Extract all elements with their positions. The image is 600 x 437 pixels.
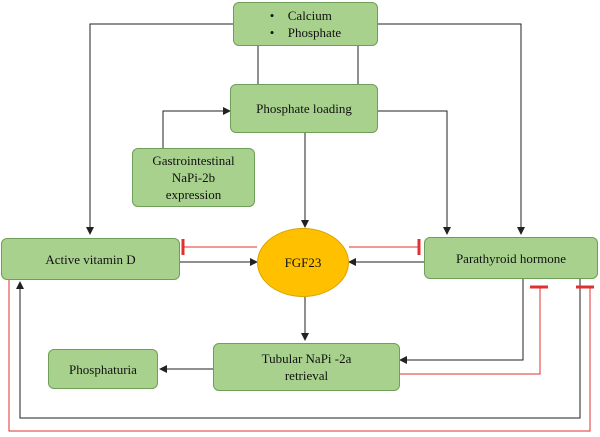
link-calcium-to-pth	[378, 23, 525, 235]
tubular-napi-box: Tubular NaPi -2a retrieval	[213, 343, 400, 391]
active-vitamin-d-label: Active vitamin D	[45, 251, 136, 267]
link-pth-to-vitamin-d	[16, 279, 581, 419]
link-phosphate-loading-to-pth	[378, 110, 451, 235]
gi-line-3: expression	[165, 187, 222, 202]
inhibit-tubular-to-pth	[400, 287, 541, 375]
phosphate-loading-box: Phosphate loading	[230, 84, 378, 133]
parathyroid-hormone-label: Parathyroid hormone	[455, 250, 567, 266]
calcium-phosphate-box: Calcium Phosphate	[233, 2, 378, 46]
active-vitamin-d-box: Active vitamin D	[1, 238, 180, 280]
calcium-item: Calcium	[270, 7, 341, 24]
phosphate-loading-label: Phosphate loading	[256, 101, 352, 116]
gi-line-1: Gastrointestinal	[152, 153, 235, 168]
link-calcium-to-vitamin-d	[86, 23, 233, 235]
fgf23-ellipse: FGF23	[257, 228, 349, 297]
gastrointestinal-napi-box: Gastrointestinal NaPi-2b expression	[132, 148, 255, 207]
tubular-line-1: Tubular NaPi -2a	[261, 351, 352, 366]
phosphaturia-box: Phosphaturia	[48, 349, 158, 389]
tubular-line-2: retrieval	[284, 368, 329, 383]
calcium-phosphate-list: Calcium Phosphate	[270, 7, 341, 41]
fgf23-label: FGF23	[284, 255, 322, 270]
parathyroid-hormone-box: Parathyroid hormone	[424, 237, 598, 279]
gi-line-2: NaPi-2b	[171, 170, 216, 185]
phosphate-item: Phosphate	[270, 24, 341, 41]
link-pth-to-tubular	[399, 279, 524, 364]
phosphaturia-label: Phosphaturia	[69, 361, 137, 377]
inhibit-vitamin-d-to-pth	[8, 280, 591, 432]
